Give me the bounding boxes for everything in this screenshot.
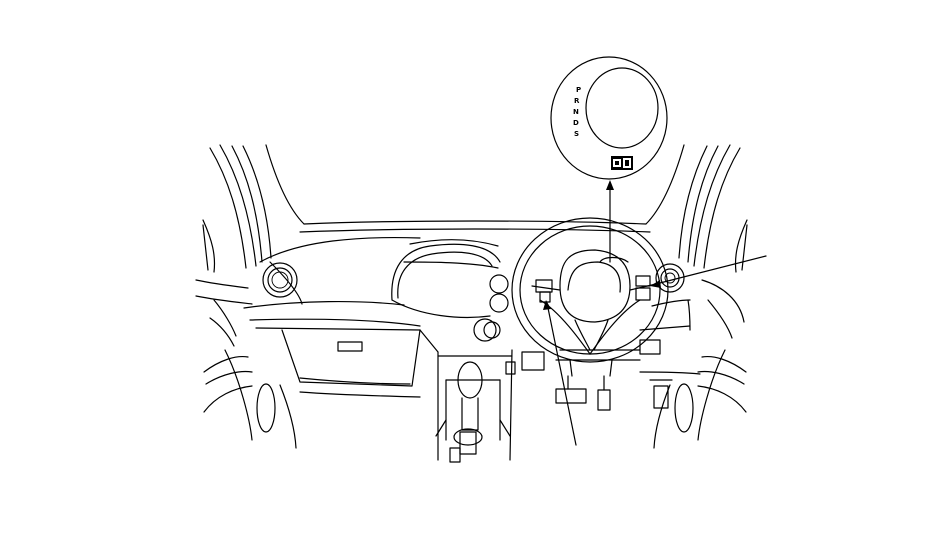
gear-letter-r: R xyxy=(574,97,580,105)
leader-lines xyxy=(543,180,767,446)
center-display-hood xyxy=(391,239,509,342)
gear-letter-n: N xyxy=(573,108,579,116)
left-door-frame xyxy=(195,144,305,449)
right-door-frame xyxy=(645,144,748,449)
gear-indicator-inset: P R N D S xyxy=(550,56,668,180)
dashboard-outline xyxy=(243,220,701,398)
pedals xyxy=(555,375,673,411)
center-console xyxy=(435,349,545,463)
left-air-vent xyxy=(262,262,298,298)
gear-indicator-letters: P R N D S xyxy=(573,86,581,138)
gear-letter-d: D xyxy=(573,119,579,127)
gear-letter-s: S xyxy=(574,130,579,138)
gear-letter-p: P xyxy=(576,86,581,94)
steering-wheel xyxy=(511,217,669,377)
indicator-lamp-icon xyxy=(611,156,633,170)
